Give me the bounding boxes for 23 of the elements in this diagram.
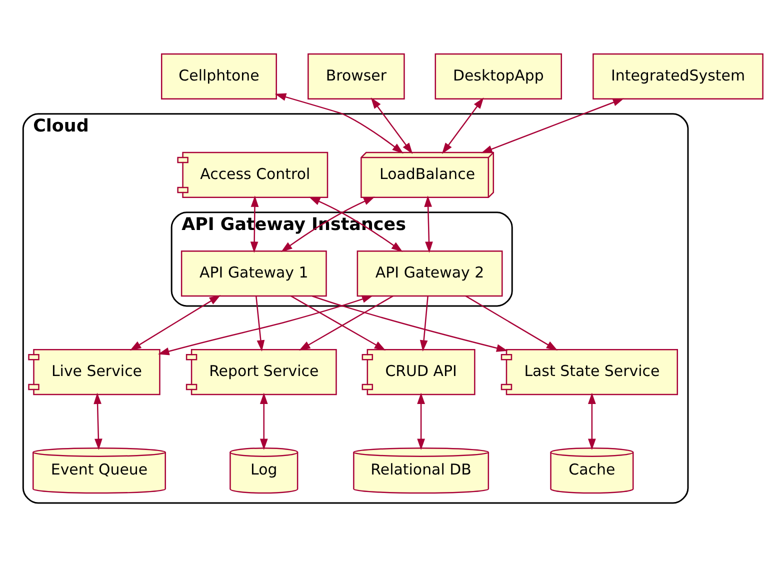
node-box: API Gateway 1 [180, 250, 327, 296]
arrow [588, 392, 596, 450]
arrow [442, 96, 484, 154]
arrow [256, 296, 265, 351]
arrow [274, 92, 404, 154]
arrow [424, 195, 433, 252]
node-box: DesktopApp [434, 52, 562, 100]
arrow [370, 96, 413, 154]
node-box: Cellphtone [160, 52, 277, 100]
arrow [94, 392, 102, 450]
arrow [290, 295, 386, 350]
node-box: Browser [308, 52, 405, 100]
arrow [417, 392, 425, 450]
arrow [420, 296, 428, 351]
arrow [158, 294, 374, 355]
arrow [298, 295, 394, 350]
arrow [312, 295, 508, 352]
arrow [465, 295, 558, 350]
arrow [260, 392, 268, 450]
node-box: API Gateway 2 [356, 250, 503, 296]
arrow [481, 98, 624, 153]
node-box: IntegratedSystem [592, 52, 764, 100]
arrow [130, 294, 221, 350]
